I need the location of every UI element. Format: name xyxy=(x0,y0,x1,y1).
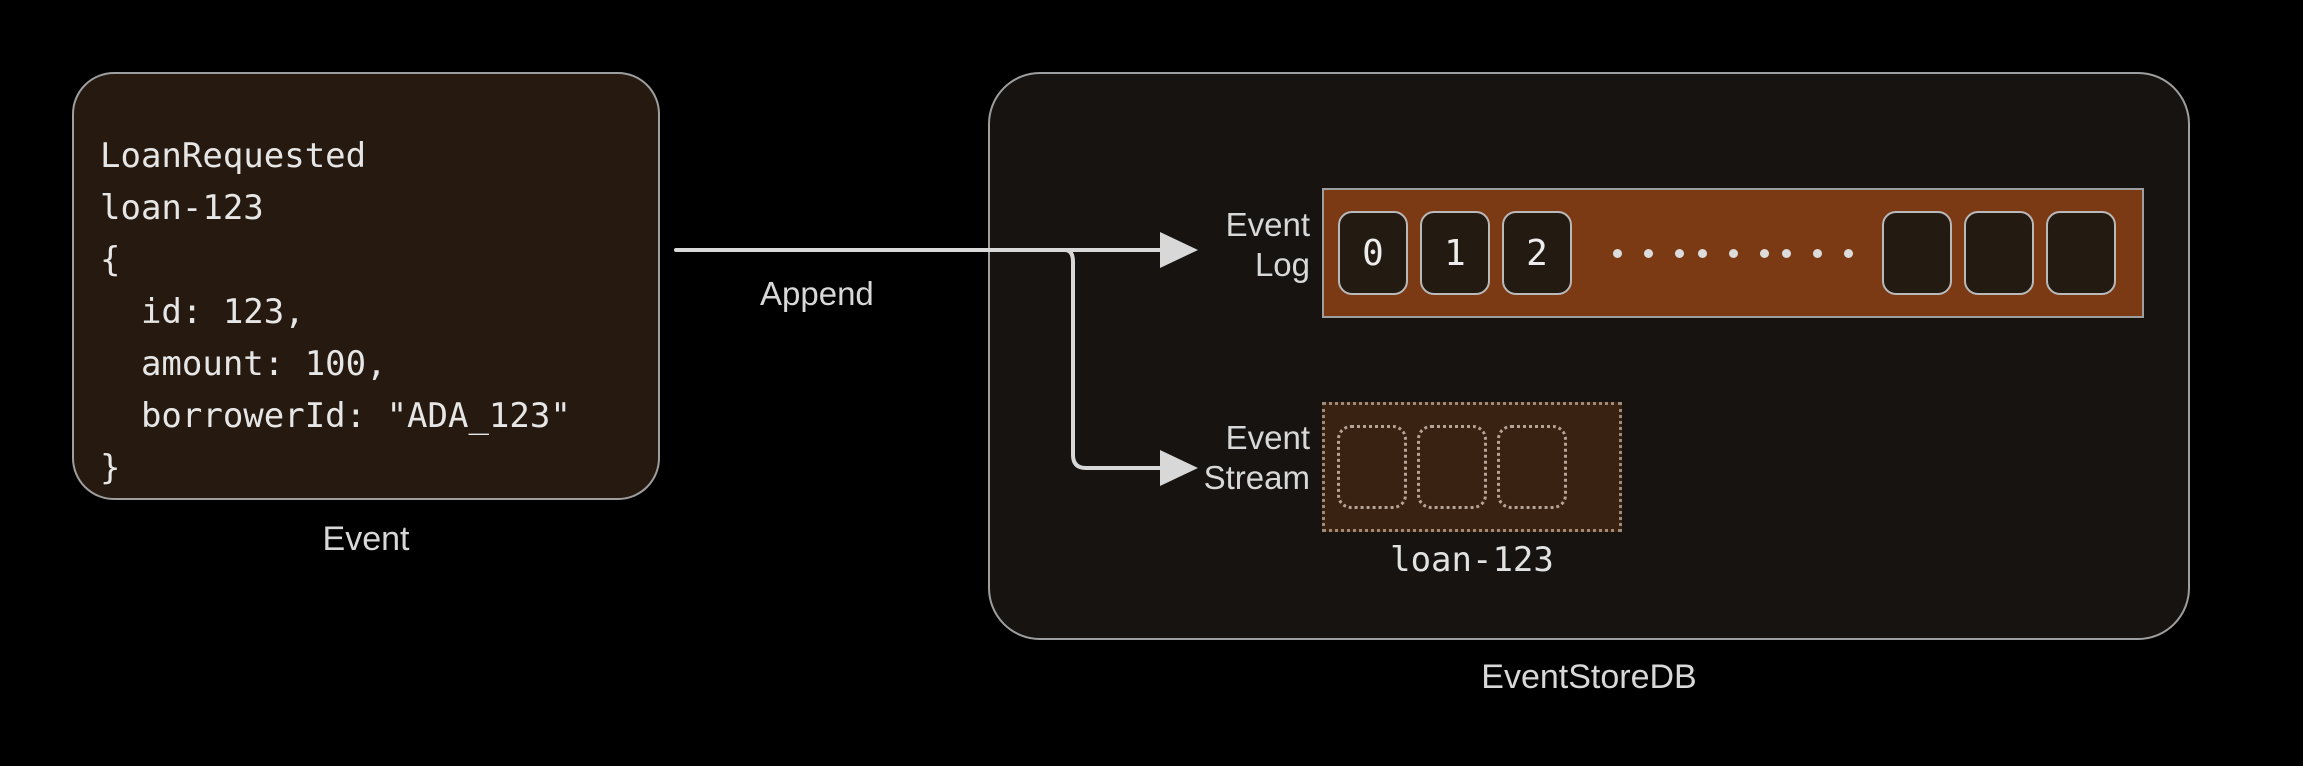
event-stream-caption: loan-123 xyxy=(1390,540,1554,580)
event-log-cell-empty-3[interactable] xyxy=(2046,211,2116,295)
eventstoredb-caption: EventStoreDB xyxy=(1481,658,1697,696)
ellipsis-dot xyxy=(1843,248,1853,258)
event-stream-cell-2[interactable] xyxy=(1497,425,1567,509)
event-stream-label: Event Stream xyxy=(1203,419,1310,496)
event-log-ellipsis xyxy=(1584,248,1882,258)
ellipsis-dot xyxy=(1644,248,1654,258)
event-card-caption: Event xyxy=(322,520,410,558)
event-log-label: Event Log xyxy=(1225,206,1310,283)
ellipsis-dot xyxy=(1697,248,1707,258)
ellipsis-dot xyxy=(1728,248,1738,258)
event-log-cell-2[interactable]: 2 xyxy=(1502,211,1572,295)
ellipsis-dot xyxy=(1613,248,1623,258)
ellipsis-dot xyxy=(1781,248,1791,258)
event-log-bar: 0 1 2 xyxy=(1322,188,2144,318)
event-stream-cell-1[interactable] xyxy=(1417,425,1487,509)
event-log-cell-0[interactable]: 0 xyxy=(1338,211,1408,295)
ellipsis-dot xyxy=(1759,248,1769,258)
ellipsis-dot xyxy=(1812,248,1822,258)
event-log-cell-1[interactable]: 1 xyxy=(1420,211,1490,295)
event-log-cell-empty-2[interactable] xyxy=(1964,211,2034,295)
event-stream-cell-0[interactable] xyxy=(1337,425,1407,509)
ellipsis-group-3 xyxy=(1781,248,1853,258)
event-card: LoanRequested loan-123 { id: 123, amount… xyxy=(72,72,660,500)
event-log-cell-empty-1[interactable] xyxy=(1882,211,1952,295)
event-stream-box xyxy=(1322,402,1622,532)
append-label: Append xyxy=(760,275,874,312)
event-payload-code: LoanRequested loan-123 { id: 123, amount… xyxy=(100,136,571,488)
ellipsis-dot xyxy=(1675,248,1685,258)
ellipsis-group-2 xyxy=(1697,248,1769,258)
eventstoredb-container xyxy=(988,72,2190,640)
ellipsis-group-1 xyxy=(1613,248,1685,258)
